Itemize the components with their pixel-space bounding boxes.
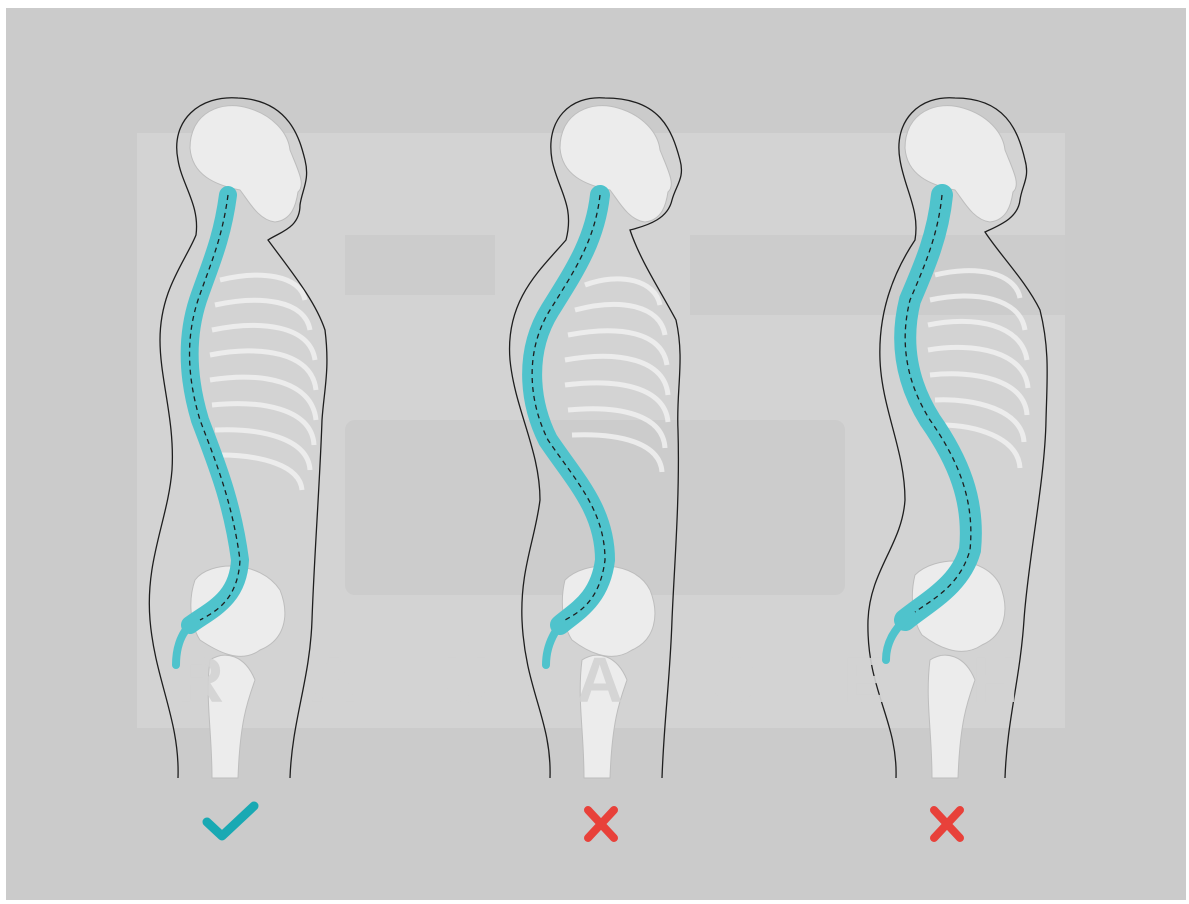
watermark-letter: A xyxy=(310,643,362,717)
cross-icon xyxy=(934,810,960,838)
cross-icon xyxy=(588,810,614,838)
check-icon xyxy=(207,806,254,836)
watermark-letter: C xyxy=(710,643,762,717)
watermark-text: R A U A C E H xyxy=(137,640,1065,720)
watermark-letter: H xyxy=(972,643,1024,717)
watermark-letter: A xyxy=(577,643,629,717)
watermark-letter: U xyxy=(444,643,496,717)
watermark-letter: R xyxy=(177,643,229,717)
watermark-letter: E xyxy=(843,643,892,717)
